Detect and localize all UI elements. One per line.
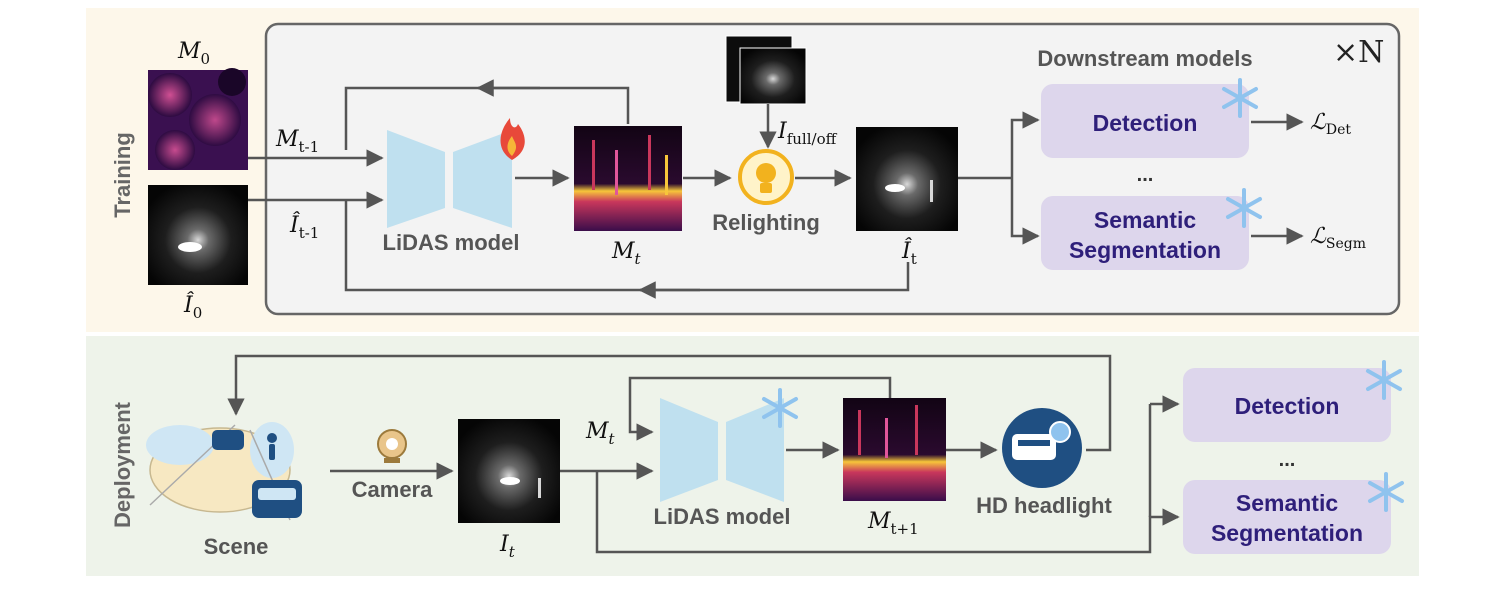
ifull-images	[725, 35, 807, 105]
snowflake-icon	[762, 388, 798, 428]
arrow-headlight-to-scene	[227, 354, 1112, 452]
car-icon	[212, 430, 302, 518]
headlight-icon	[1002, 408, 1082, 488]
i0-image	[148, 185, 248, 285]
repeat-label: ×N	[1333, 35, 1384, 70]
flame-icon	[500, 118, 525, 160]
detection-label-training: Detection	[1093, 110, 1198, 136]
segmentation-box-deployment	[1183, 480, 1391, 554]
ifull-label: Ifull/off	[777, 119, 838, 148]
snowflake-icon	[1226, 188, 1262, 228]
detection-box-training	[1041, 84, 1249, 158]
mnext-label: Mt+1	[867, 509, 919, 538]
segmentation-label-deployment-1: Semantic	[1236, 490, 1338, 516]
segmentation-label-training-1: Semantic	[1094, 207, 1196, 233]
lidas-model-deployment	[660, 398, 784, 502]
mt-label-training: Mt	[611, 239, 642, 268]
i-prev-label: Ît-1	[289, 211, 319, 242]
loss-det-label: ℒDet	[1310, 110, 1351, 138]
arrow-it-bypass	[595, 471, 1180, 554]
lidas-model-label-training: LiDAS model	[383, 230, 520, 255]
i0-label: Î0	[183, 291, 202, 322]
mt-image-training	[574, 126, 682, 231]
detection-box-deployment	[1183, 368, 1391, 442]
snowflake-icon	[1222, 78, 1258, 118]
scene-label: Scene	[204, 534, 269, 559]
ellipsis-training: ...	[1137, 164, 1154, 186]
m-prev-label: Mt-1	[275, 127, 319, 156]
training-label: Training	[110, 132, 135, 218]
m0-label: M0	[177, 39, 210, 68]
segmentation-label-deployment-2: Segmentation	[1211, 520, 1363, 546]
arrow-mnext-feedback	[628, 376, 892, 441]
it-image-deployment	[458, 419, 560, 523]
lightbulb-icon	[738, 149, 794, 205]
snowflake-icon	[1368, 472, 1404, 512]
lidas-model-training	[387, 130, 512, 228]
snowflake-icon	[1366, 360, 1402, 400]
camera-icon	[377, 429, 407, 463]
arrow-to-detection	[1010, 111, 1040, 178]
it-image-training	[856, 127, 958, 231]
camera-label: Camera	[352, 477, 433, 502]
arrow-it-feedback	[344, 200, 910, 292]
it-label-deployment: It	[499, 532, 516, 561]
mt-label-deployment: Mt	[585, 419, 616, 448]
m0-image	[148, 68, 248, 170]
it-label-training: Ît	[901, 237, 917, 268]
deployment-label: Deployment	[110, 401, 135, 528]
headlight-label: HD headlight	[976, 493, 1112, 518]
relighting-label: Relighting	[712, 210, 820, 235]
segmentation-box-training	[1041, 196, 1249, 270]
pedestrian-icon	[267, 433, 277, 460]
mnext-image	[843, 398, 946, 501]
segmentation-label-training-2: Segmentation	[1069, 237, 1221, 263]
arrow-to-segmentation	[1010, 178, 1040, 245]
loss-segm-label: ℒSegm	[1310, 224, 1366, 252]
ellipsis-deployment: ...	[1279, 449, 1296, 471]
detection-label-deployment: Detection	[1235, 393, 1340, 419]
downstream-title: Downstream models	[1037, 46, 1252, 71]
lidas-model-label-deployment: LiDAS model	[654, 504, 791, 529]
